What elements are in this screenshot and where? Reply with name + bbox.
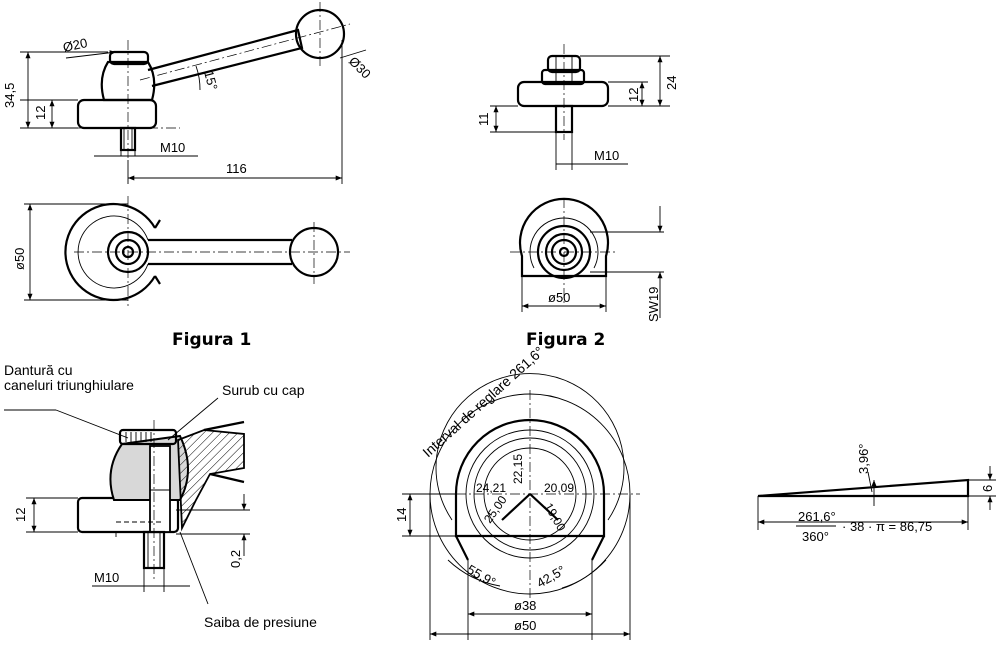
wedge-frac-den: 360° — [802, 529, 829, 544]
adjustment-diagram — [402, 373, 640, 640]
figure2-caption: Figura 2 — [526, 330, 605, 350]
fig2-dim-h24: 24 — [664, 76, 679, 90]
section-dim-h12: 12 — [13, 508, 28, 522]
adjust-r1: 22,15 — [511, 454, 525, 484]
adjust-a1: 55,9° — [465, 562, 499, 590]
section-label-screw: Surub cu cap — [222, 382, 305, 398]
figure2-side-view — [490, 44, 670, 170]
wedge-formula: · 38 · π = 86,75 — [842, 519, 932, 534]
fig1-dim-thread: M10 — [160, 140, 185, 155]
fig2-dim-thread: M10 — [594, 148, 619, 163]
adjust-a2: 42,5° — [534, 562, 568, 590]
wedge-frac-num: 261,6° — [798, 509, 836, 524]
fig2-dim-h12: 12 — [626, 88, 641, 102]
adjust-r4: 25,00 — [481, 493, 510, 526]
figure1-caption: Figura 1 — [172, 330, 251, 350]
section-view — [4, 397, 250, 605]
fig1-dim-head-dia: Ø20 — [62, 35, 89, 55]
fig1-dim-base-dia: ø50 — [12, 248, 27, 270]
fig1-dim-length: 116 — [226, 161, 247, 176]
adjust-h14: 14 — [394, 508, 409, 522]
fig1-dim-height-base: 12 — [33, 106, 48, 120]
fig2-dim-base-dia: ø50 — [548, 290, 570, 305]
adjust-r2: 24,21 — [476, 481, 506, 495]
adjust-r3: 20,09 — [544, 481, 574, 495]
fig1-dim-angle: 15° — [201, 69, 221, 92]
section-label-teeth-line1: Dantură cu — [4, 362, 72, 378]
figure1-top-view — [24, 196, 350, 306]
fig2-dim-wrench: SW19 — [646, 287, 661, 322]
fig1-dim-knob-dia: Ø30 — [346, 54, 374, 82]
fig2-dim-h11: 11 — [476, 113, 491, 127]
section-label-teeth-line2: caneluri triunghiulare — [4, 377, 134, 393]
adjust-d38: ø38 — [514, 598, 536, 613]
section-dim-thread: M10 — [94, 570, 119, 585]
adjust-arc-label: Interval de reglare 261,6° — [419, 343, 547, 460]
wedge-height: 6 — [980, 485, 995, 492]
section-dim-gap: 0,2 — [228, 550, 243, 568]
fig1-dim-height-total: 34,5 — [2, 83, 17, 108]
adjust-r5: 19,00 — [541, 501, 568, 534]
wedge-angle: 3,96° — [856, 443, 871, 474]
figure1-side-view — [20, 2, 367, 184]
wedge-diagram — [757, 466, 996, 530]
adjust-d50: ø50 — [514, 618, 536, 633]
section-label-washer: Saiba de presiune — [204, 614, 317, 630]
figure2-top-view — [510, 197, 664, 318]
